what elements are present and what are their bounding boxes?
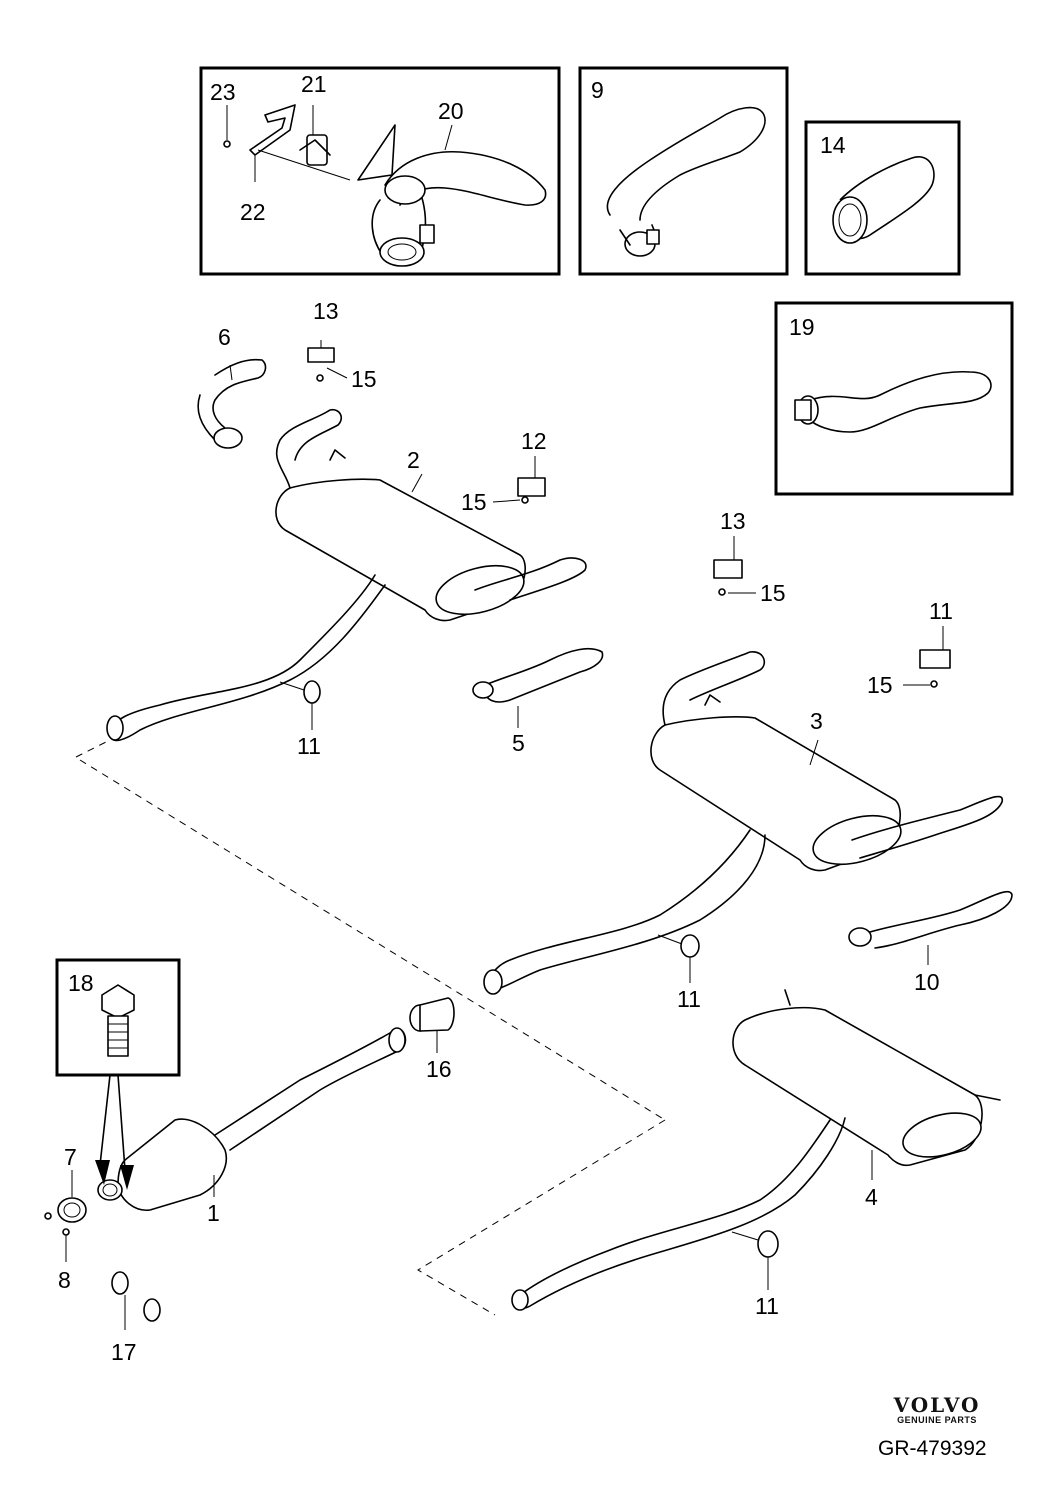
rear-silencer-4: [511, 989, 1001, 1311]
callout-18: 18: [68, 970, 94, 996]
brand-tagline: GENUINE PARTS: [897, 1415, 977, 1425]
callout-11-right: 11: [929, 598, 953, 624]
clamp-16: [409, 997, 455, 1032]
hanger-11-mid: [657, 934, 700, 958]
callout-12: 12: [521, 428, 547, 454]
callout-9: 9: [591, 77, 604, 103]
tail-pipe-5: [472, 648, 604, 703]
nut-23: [223, 140, 231, 148]
hanger-12: [517, 477, 546, 504]
callout-15-mid: 15: [461, 489, 487, 515]
screw-18: [101, 984, 135, 1057]
callout-13-top: 13: [313, 298, 339, 324]
callout-10: 10: [914, 969, 940, 995]
tail-pipe-10: [848, 890, 1013, 949]
front-pipe-20: [357, 124, 547, 267]
callout-16: 16: [426, 1056, 452, 1082]
dashed-assembly-line-upper: [75, 739, 666, 1121]
callout-8: 8: [58, 1267, 71, 1293]
dashed-assembly-line-lower: [417, 1119, 666, 1316]
rear-silencer-2: [106, 408, 587, 742]
callout-3: 3: [810, 708, 823, 734]
rear-silencer-3: [483, 651, 1003, 995]
leader-lines: [65, 124, 944, 1330]
hanger-11-lower: [731, 1230, 779, 1258]
callout-7: 7: [64, 1144, 77, 1170]
callout-14: 14: [820, 132, 846, 158]
callout-2: 2: [407, 447, 420, 473]
callout-6: 6: [218, 324, 231, 350]
callout-4: 4: [865, 1184, 878, 1210]
inset-box-20-23: [199, 66, 561, 276]
callout-23: 23: [210, 79, 236, 105]
inset-box-19: [774, 301, 1014, 496]
nut-8: [62, 1228, 70, 1236]
hanger-13-mid: [713, 559, 743, 596]
callout-15-far-right: 15: [867, 672, 893, 698]
diagram-reference: GR-479392: [878, 1437, 987, 1460]
callout-11-lower: 11: [755, 1293, 779, 1319]
tail-pipe-trim-14: [832, 156, 935, 244]
inset-box-14: [804, 120, 961, 276]
bracket-22: [249, 104, 351, 182]
callout-22: 22: [240, 199, 266, 225]
hanger-11-right: [919, 649, 951, 688]
hanger-13-top: [307, 340, 335, 382]
brand-name: VOLVO: [893, 1393, 981, 1417]
callout-20: 20: [438, 98, 464, 124]
volvo-logo: VOLVO GENUINE PARTS: [872, 1393, 1002, 1425]
rubber-mount-17: [111, 1271, 161, 1322]
front-silencer-1: [97, 1027, 407, 1211]
callout-17: 17: [111, 1339, 137, 1365]
hanger-11-upper: [279, 680, 321, 704]
callout-1: 1: [207, 1200, 220, 1226]
callout-13-mid: 13: [720, 508, 746, 534]
callout-19: 19: [789, 314, 815, 340]
callout-11-upper: 11: [297, 733, 321, 759]
inset-box-9: [578, 66, 789, 276]
sensor-21: [299, 105, 331, 166]
arrow-18-to-silencer: [95, 1074, 134, 1190]
callout-11-mid: 11: [677, 986, 701, 1012]
callout-21: 21: [301, 71, 327, 97]
tail-pipe-6: [197, 358, 267, 449]
callout-5: 5: [512, 730, 525, 756]
tail-pipe-19: [794, 370, 992, 433]
tail-pipe-9: [606, 106, 766, 257]
gasket-7: [44, 1197, 87, 1223]
callout-15-right: 15: [760, 580, 786, 606]
callout-15-top: 15: [351, 366, 377, 392]
